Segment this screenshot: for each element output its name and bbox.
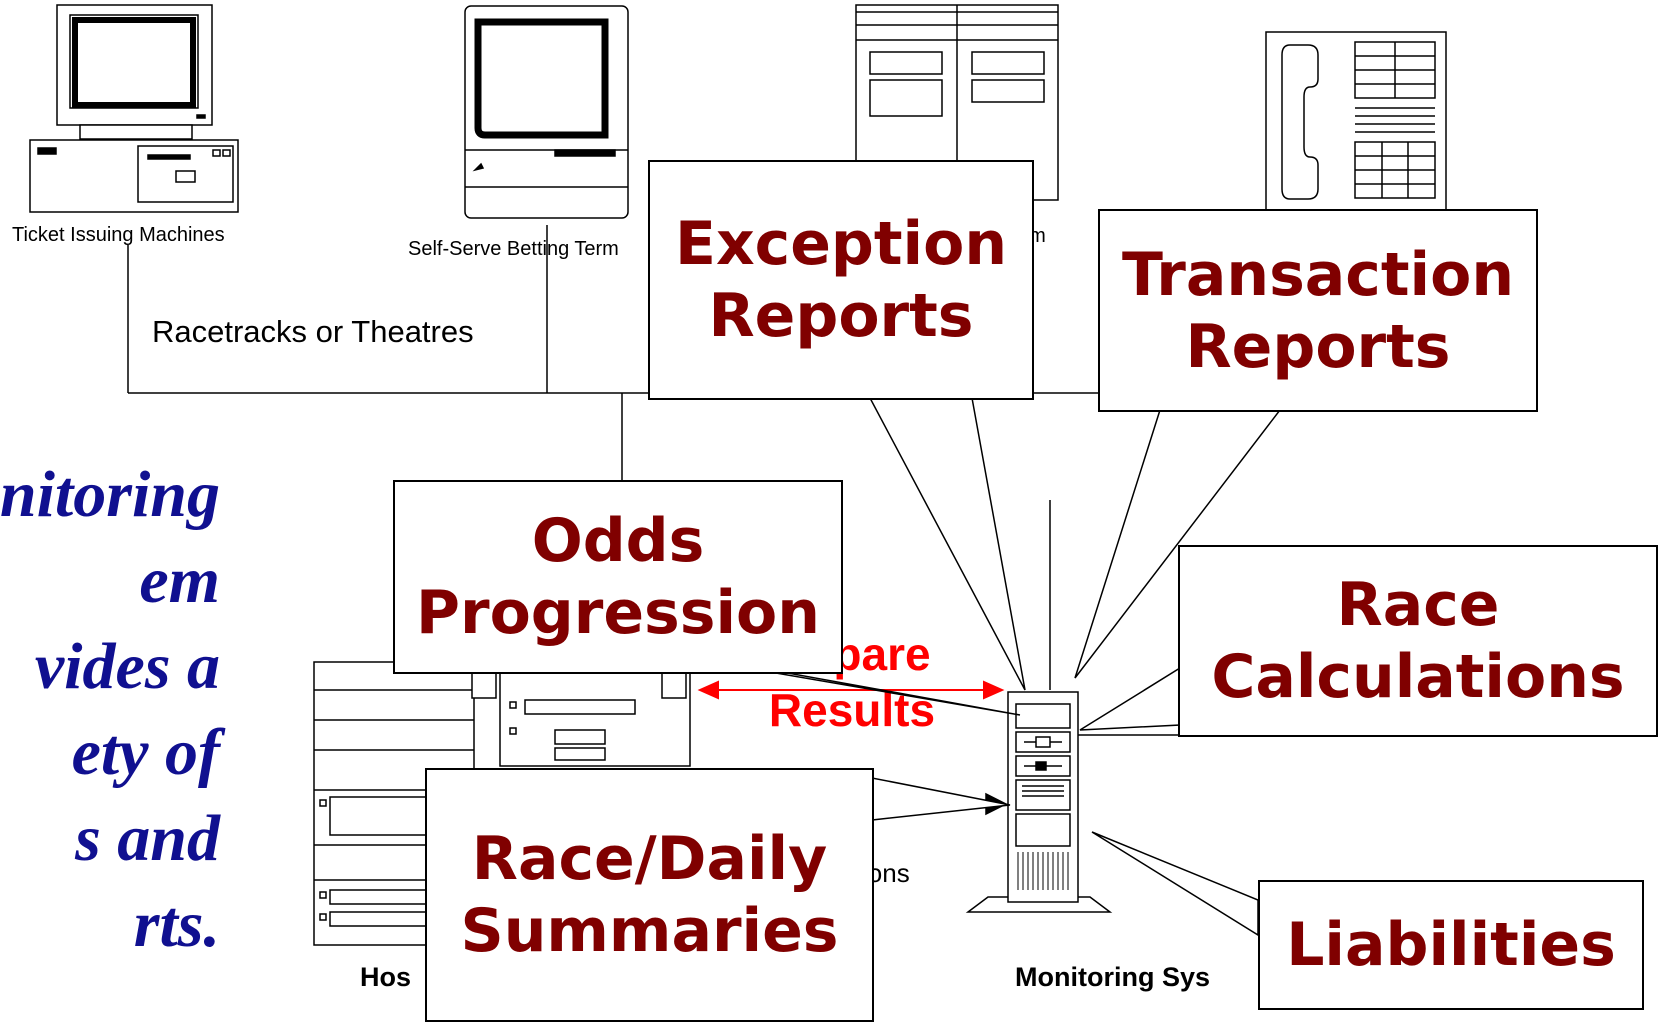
exception-reports-callout: Exception Reports bbox=[648, 160, 1034, 400]
monitoring-system-label: Monitoring Sys bbox=[1015, 962, 1210, 992]
odds-progression-callout: Odds Progression bbox=[393, 480, 843, 674]
race-daily-summaries-callout: Race/Daily Summaries bbox=[425, 768, 874, 1022]
selfserve-terminal-label: Self-Serve Betting Term bbox=[408, 238, 619, 260]
ticket-machines-label: Ticket Issuing Machines bbox=[12, 224, 225, 246]
selfserve-terminal-icon bbox=[464, 5, 629, 219]
race-calculations-callout: Race Calculations bbox=[1178, 545, 1658, 737]
monitoring-server-icon bbox=[965, 691, 1113, 913]
ticket-machine-icon bbox=[29, 4, 239, 213]
host-label: Hos bbox=[360, 962, 412, 992]
side-description: nitoring em vides a ety of s and rts. bbox=[0, 458, 220, 961]
transaction-reports-callout: Transaction Reports bbox=[1098, 209, 1538, 412]
network-label: Racetracks or Theatres bbox=[152, 314, 474, 349]
liabilities-callout: Liabilities bbox=[1258, 880, 1644, 1010]
telephone-icon bbox=[1265, 31, 1447, 211]
